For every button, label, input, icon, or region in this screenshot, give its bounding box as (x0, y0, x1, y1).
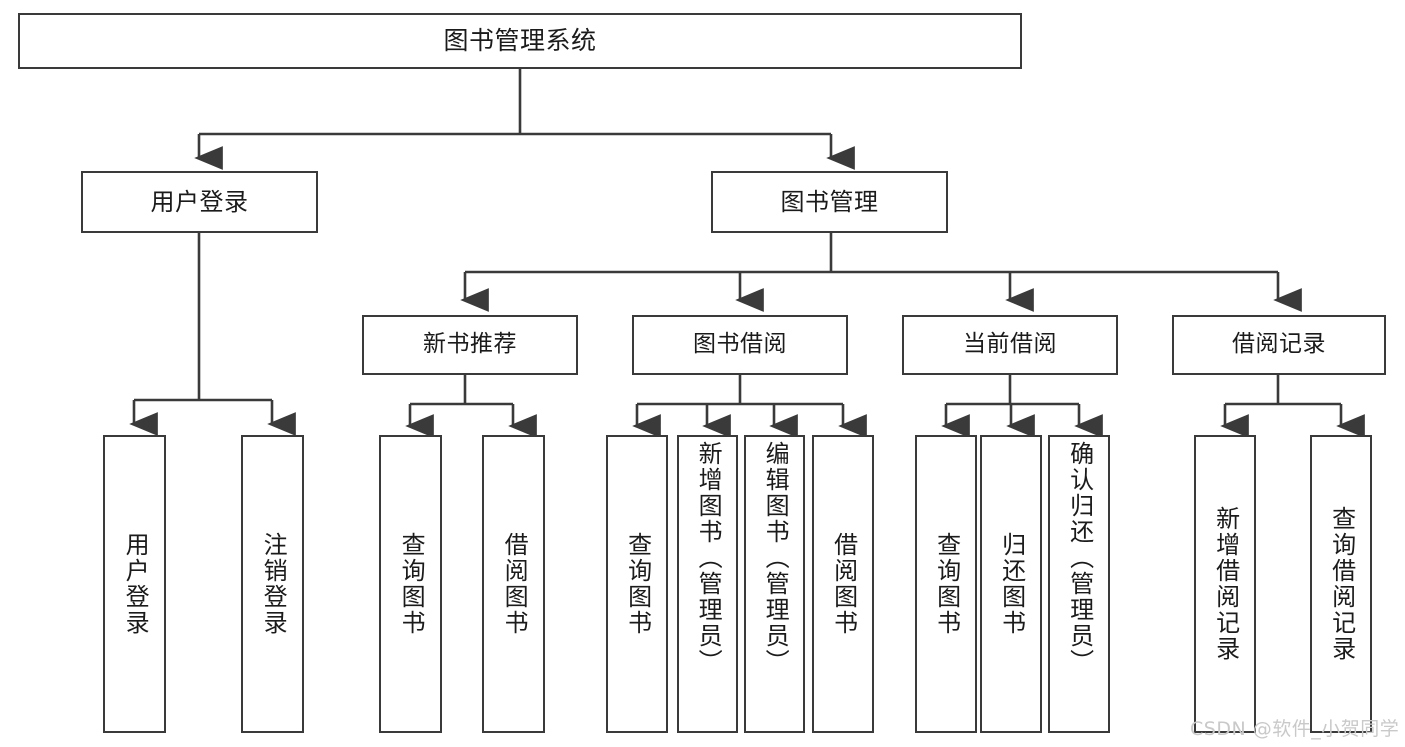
node-label: 查询借阅记录 (1327, 506, 1356, 662)
node-label: 查询图书 (623, 532, 652, 636)
node-label: 查询图书 (932, 532, 961, 636)
node-label: 新书推荐 (423, 331, 517, 358)
leaf-book-borrow-edit[interactable]: 编辑图书（管理员） (744, 435, 805, 733)
node-current-borrow[interactable]: 当前借阅 (902, 315, 1118, 375)
node-label: 新增借阅记录 (1211, 506, 1240, 662)
leaf-new-book-borrow[interactable]: 借阅图书 (482, 435, 545, 733)
node-new-book-recommend[interactable]: 新书推荐 (362, 315, 578, 375)
node-book-management[interactable]: 图书管理 (711, 171, 948, 233)
leaf-user-login-signin[interactable]: 用户登录 (103, 435, 166, 733)
node-label: 用户登录 (121, 532, 150, 636)
leaf-current-borrow-query[interactable]: 查询图书 (915, 435, 977, 733)
node-label: 编辑图书（管理员） (761, 441, 790, 675)
node-book-borrow[interactable]: 图书借阅 (632, 315, 848, 375)
node-borrow-record[interactable]: 借阅记录 (1172, 315, 1386, 375)
leaf-book-borrow-lend[interactable]: 借阅图书 (812, 435, 874, 733)
node-label: 借阅记录 (1232, 331, 1326, 358)
leaf-borrow-record-add[interactable]: 新增借阅记录 (1194, 435, 1256, 733)
node-label: 借阅图书 (500, 532, 529, 636)
leaf-user-login-signout[interactable]: 注销登录 (241, 435, 304, 733)
node-label: 新增图书（管理员） (694, 441, 723, 675)
csdn-watermark: CSDN @软件_小贺同学 (1190, 718, 1400, 740)
node-label: 当前借阅 (963, 331, 1057, 358)
leaf-current-borrow-return[interactable]: 归还图书 (980, 435, 1042, 733)
leaf-book-borrow-query[interactable]: 查询图书 (606, 435, 668, 733)
node-label: 图书借阅 (693, 331, 787, 358)
node-label: 借阅图书 (829, 532, 858, 636)
leaf-current-borrow-confirm-return[interactable]: 确认归还（管理员） (1048, 435, 1110, 733)
node-label: 归还图书 (997, 532, 1026, 636)
leaf-new-book-query[interactable]: 查询图书 (379, 435, 442, 733)
node-label: 用户登录 (150, 187, 249, 216)
node-label: 确认归还（管理员） (1065, 441, 1094, 675)
leaf-borrow-record-query[interactable]: 查询借阅记录 (1310, 435, 1372, 733)
node-user-login[interactable]: 用户登录 (81, 171, 318, 233)
node-label: 查询图书 (397, 532, 426, 636)
node-label: 图书管理 (780, 187, 879, 216)
node-root-system[interactable]: 图书管理系统 (18, 13, 1022, 69)
leaf-book-borrow-add[interactable]: 新增图书（管理员） (677, 435, 738, 733)
node-label: 图书管理系统 (443, 26, 597, 56)
node-label: 注销登录 (259, 532, 288, 636)
